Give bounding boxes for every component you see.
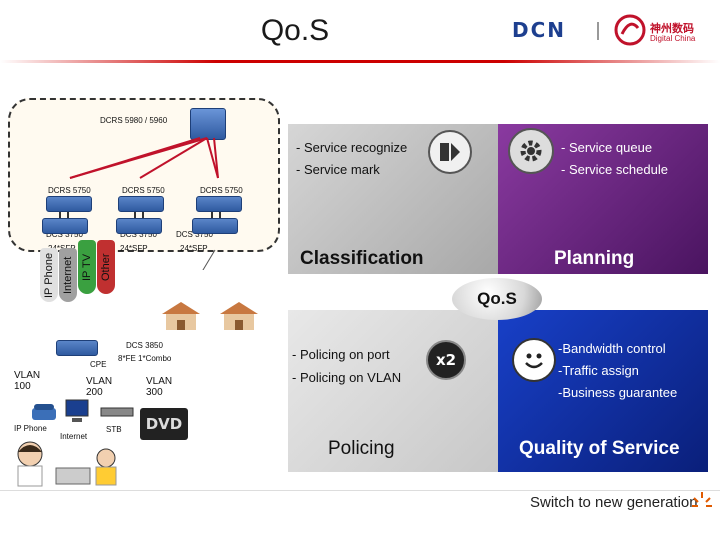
vlan-label: VLAN 100: [14, 370, 41, 392]
agg-switch-label: DCRS 5750: [48, 186, 91, 195]
service-internet: Internet: [59, 248, 77, 302]
quality-line: -Business guarantee: [558, 385, 678, 400]
access-switch-label: DCS 3750: [120, 230, 157, 239]
core-switch-label: DCRS 5980 / 5960: [100, 116, 168, 125]
planning-title: Planning: [554, 248, 635, 269]
people-illustration-icon: [17, 441, 117, 487]
digital-china-logo-icon: [614, 14, 646, 46]
vlan-label: VLAN 300: [146, 376, 173, 398]
classification-line: - Service recognize: [296, 140, 408, 155]
cpe-switch-icon: [56, 340, 98, 356]
access-switch-icon: [116, 218, 162, 234]
device-label: STB: [106, 425, 122, 434]
ip-phone-icon: [32, 404, 56, 420]
stb-icon: [100, 407, 134, 417]
page-title: Qo.S: [260, 14, 330, 47]
access-switch-icon: [42, 218, 88, 234]
house-icon: [162, 302, 200, 330]
agg-switch-icon: [46, 196, 92, 212]
quality-line: -Bandwidth control: [558, 341, 666, 356]
planning-line: - Service schedule: [561, 162, 668, 177]
quality-panel: [498, 310, 708, 472]
cpe-ports-label: 8*FE 1*Combo: [118, 354, 172, 363]
cpe-label: CPE: [90, 360, 107, 369]
sparkle-icon: [692, 492, 712, 507]
brand-separator: [597, 22, 599, 40]
dvd-player-icon: DVD: [140, 408, 188, 440]
classification-line: - Service mark: [296, 162, 380, 177]
planning-line: - Service queue: [561, 140, 653, 155]
policing-panel: [288, 310, 498, 472]
x2-icon: x2: [426, 340, 466, 380]
smiley-icon: [512, 338, 556, 382]
brand-logo: DCN: [512, 18, 567, 42]
house-icon: [220, 302, 258, 330]
service-other: Other: [97, 240, 115, 294]
agg-switch-label: DCRS 5750: [200, 186, 243, 195]
device-label: Internet: [60, 432, 88, 441]
footer-slogan: Switch to new generation: [530, 494, 698, 511]
access-switch-label: DCS 3750: [46, 230, 83, 239]
gear-icon: [508, 128, 554, 174]
policing-line: - Policing on VLAN: [292, 370, 402, 385]
header-divider: [0, 60, 720, 63]
access-port-label: 24*SFP: [120, 244, 148, 253]
service-iptv: IP TV: [78, 240, 96, 294]
quality-line: -Traffic assign: [558, 363, 639, 378]
computer-icon: [65, 399, 89, 422]
brand-cn: 神州数码: [650, 23, 694, 35]
agg-switch-icon: [118, 196, 164, 212]
access-port-label: 24*SFP: [180, 244, 208, 253]
agg-switch-icon: [196, 196, 242, 212]
policing-title: Policing: [328, 438, 395, 459]
access-switch-icon: [192, 218, 238, 234]
brand-en: Digital China: [650, 34, 696, 43]
classification-title: Classification: [300, 248, 424, 269]
cpe-switch-label: DCS 3850: [126, 341, 163, 350]
agg-switch-label: DCRS 5750: [122, 186, 165, 195]
classify-icon: [428, 130, 472, 174]
vlan-label: VLAN 200: [86, 376, 113, 398]
footer-divider: [0, 490, 720, 491]
quality-title: Quality of Service: [519, 438, 680, 459]
access-switch-label: DCS 3750: [176, 230, 213, 239]
qos-center-badge: Qo.S: [452, 278, 542, 320]
service-ip-phone: IP Phone: [40, 248, 58, 302]
policing-line: - Policing on port: [292, 347, 390, 362]
device-label: IP Phone: [14, 424, 47, 433]
